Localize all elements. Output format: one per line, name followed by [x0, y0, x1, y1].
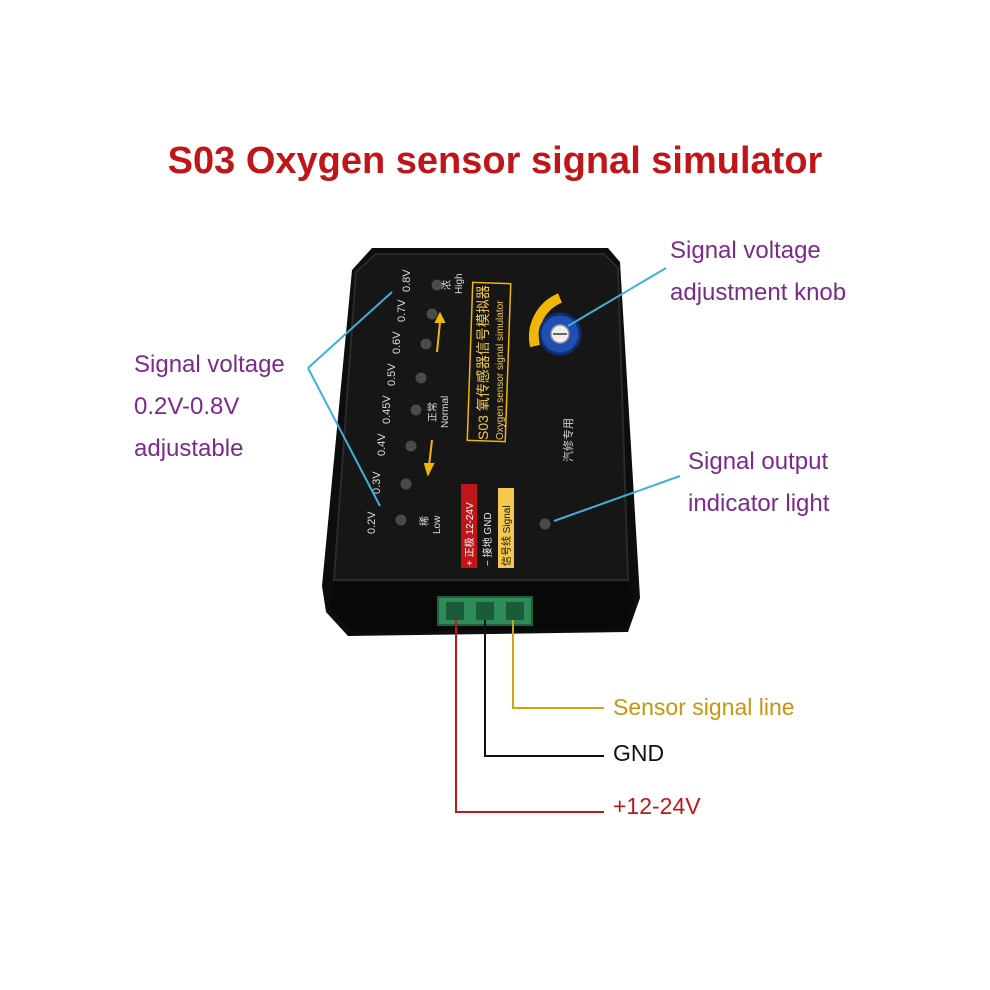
callout-line: indicator light — [688, 490, 830, 517]
normal-label-cn: 正常 — [426, 402, 439, 422]
led-0-8v — [431, 279, 443, 291]
callout-line: Signal voltage — [670, 237, 821, 264]
leader-line — [307, 291, 393, 369]
low-label: Low — [432, 515, 443, 534]
leader-line — [567, 267, 667, 327]
voltage-label: 0.7V — [396, 299, 408, 322]
knob-callout: Signal voltage adjustment knob — [670, 230, 846, 314]
voltage-label: 0.2V — [366, 511, 378, 534]
output-indicator-led — [539, 518, 551, 530]
panel-title: S03 氧传感器信号模拟器 — [475, 285, 491, 440]
voltage-led-column — [395, 279, 443, 526]
voltage-label: 0.3V — [371, 471, 383, 494]
terminal-labels: + 正极 12-24V − 接地 GND 信号线 Signal — [461, 484, 514, 568]
arrow-down-icon — [423, 439, 435, 477]
callout-line: Signal output — [688, 448, 829, 475]
voltage-label: 0.5V — [386, 363, 398, 386]
voltage-label: 0.6V — [391, 331, 403, 354]
power-wire-label: +12-24V — [613, 793, 701, 819]
led-0-5v — [415, 372, 427, 384]
high-label: High — [454, 273, 465, 294]
signal-wire-label: Sensor signal line — [613, 694, 795, 720]
voltage-label: 0.4V — [376, 433, 388, 456]
callout-line: adjustment knob — [670, 279, 847, 306]
gnd-wire-label: GND — [613, 740, 665, 766]
arrow-up-icon — [434, 311, 446, 353]
signal-wire — [512, 620, 604, 709]
led-0-6v — [420, 338, 432, 350]
leader-line — [307, 367, 381, 507]
terminal-signal-label: 信号线 Signal — [500, 505, 513, 566]
repair-label: 汽修专用 — [561, 418, 575, 462]
knob-arc — [529, 293, 563, 348]
voltage-label: 0.45V — [381, 395, 393, 424]
led-0-45v — [410, 404, 422, 416]
leader-line — [553, 475, 681, 522]
callout-line: Signal voltage — [134, 351, 285, 378]
terminal-power-label: + 正极 12-24V — [463, 502, 476, 566]
gnd-wire — [484, 620, 604, 757]
leader-lines — [307, 267, 681, 522]
page-title: S03 Oxygen sensor signal simulator — [167, 140, 823, 182]
low-label-cn: 稀 — [418, 516, 431, 526]
voltage-label: 0.8V — [401, 269, 413, 292]
led-0-7v — [426, 308, 438, 320]
normal-label: Normal — [440, 396, 451, 428]
panel-subtitle: Oxygen sensor signal simulator — [495, 300, 506, 440]
panel-title-box: S03 氧传感器信号模拟器 Oxygen sensor signal simul… — [466, 281, 512, 443]
indicator-callout: Signal output indicator light — [688, 441, 829, 525]
high-label-cn: 浓 — [441, 280, 453, 290]
callout-line: 0.2V-0.8V — [134, 393, 240, 420]
led-0-4v — [405, 440, 417, 452]
callout-line: adjustable — [134, 435, 244, 462]
voltage-labels: 0.8V 0.7V 0.6V 0.5V 0.45V 0.4V 0.3V 0.2V — [366, 269, 413, 534]
voltage-range-callout: Signal voltage 0.2V-0.8V adjustable — [134, 344, 285, 470]
led-0-3v — [400, 478, 412, 490]
power-wire — [455, 620, 604, 813]
terminal-gnd-label: − 接地 GND — [481, 512, 494, 566]
led-0-2v — [395, 514, 407, 526]
